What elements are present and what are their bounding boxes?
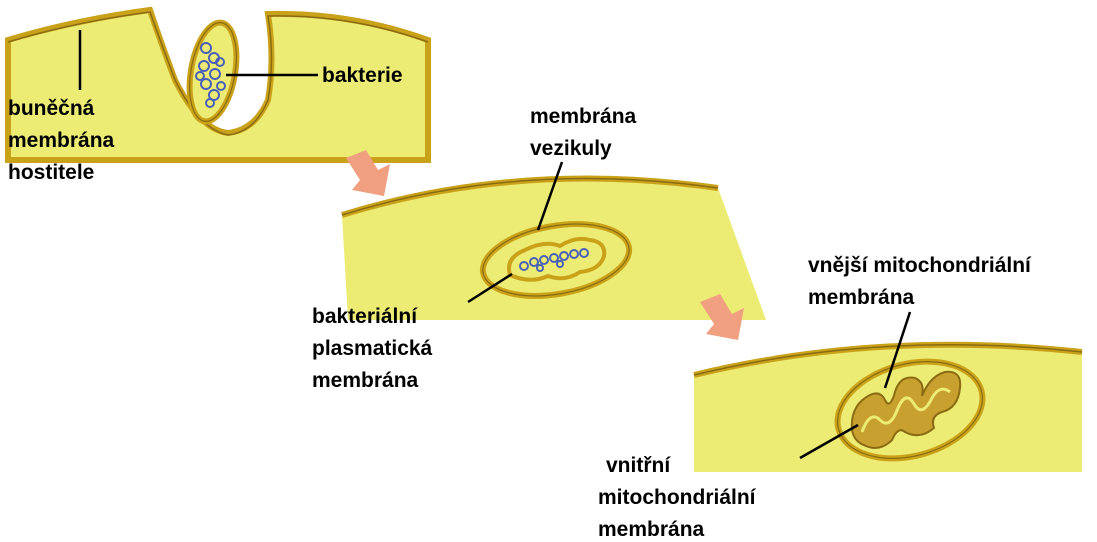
stage-mitochondrion bbox=[694, 312, 1082, 474]
label-outer-mito-membrane: vnější mitochondriální membrána bbox=[808, 254, 1037, 309]
label-vesicle-membrane: membrána vezikuly bbox=[530, 105, 642, 160]
stage-vesicle bbox=[342, 162, 766, 320]
label-bakterie: bakterie bbox=[322, 64, 403, 87]
label-bacterial-plasma-membrane: bakteriální plasmatická membrána bbox=[312, 305, 438, 392]
